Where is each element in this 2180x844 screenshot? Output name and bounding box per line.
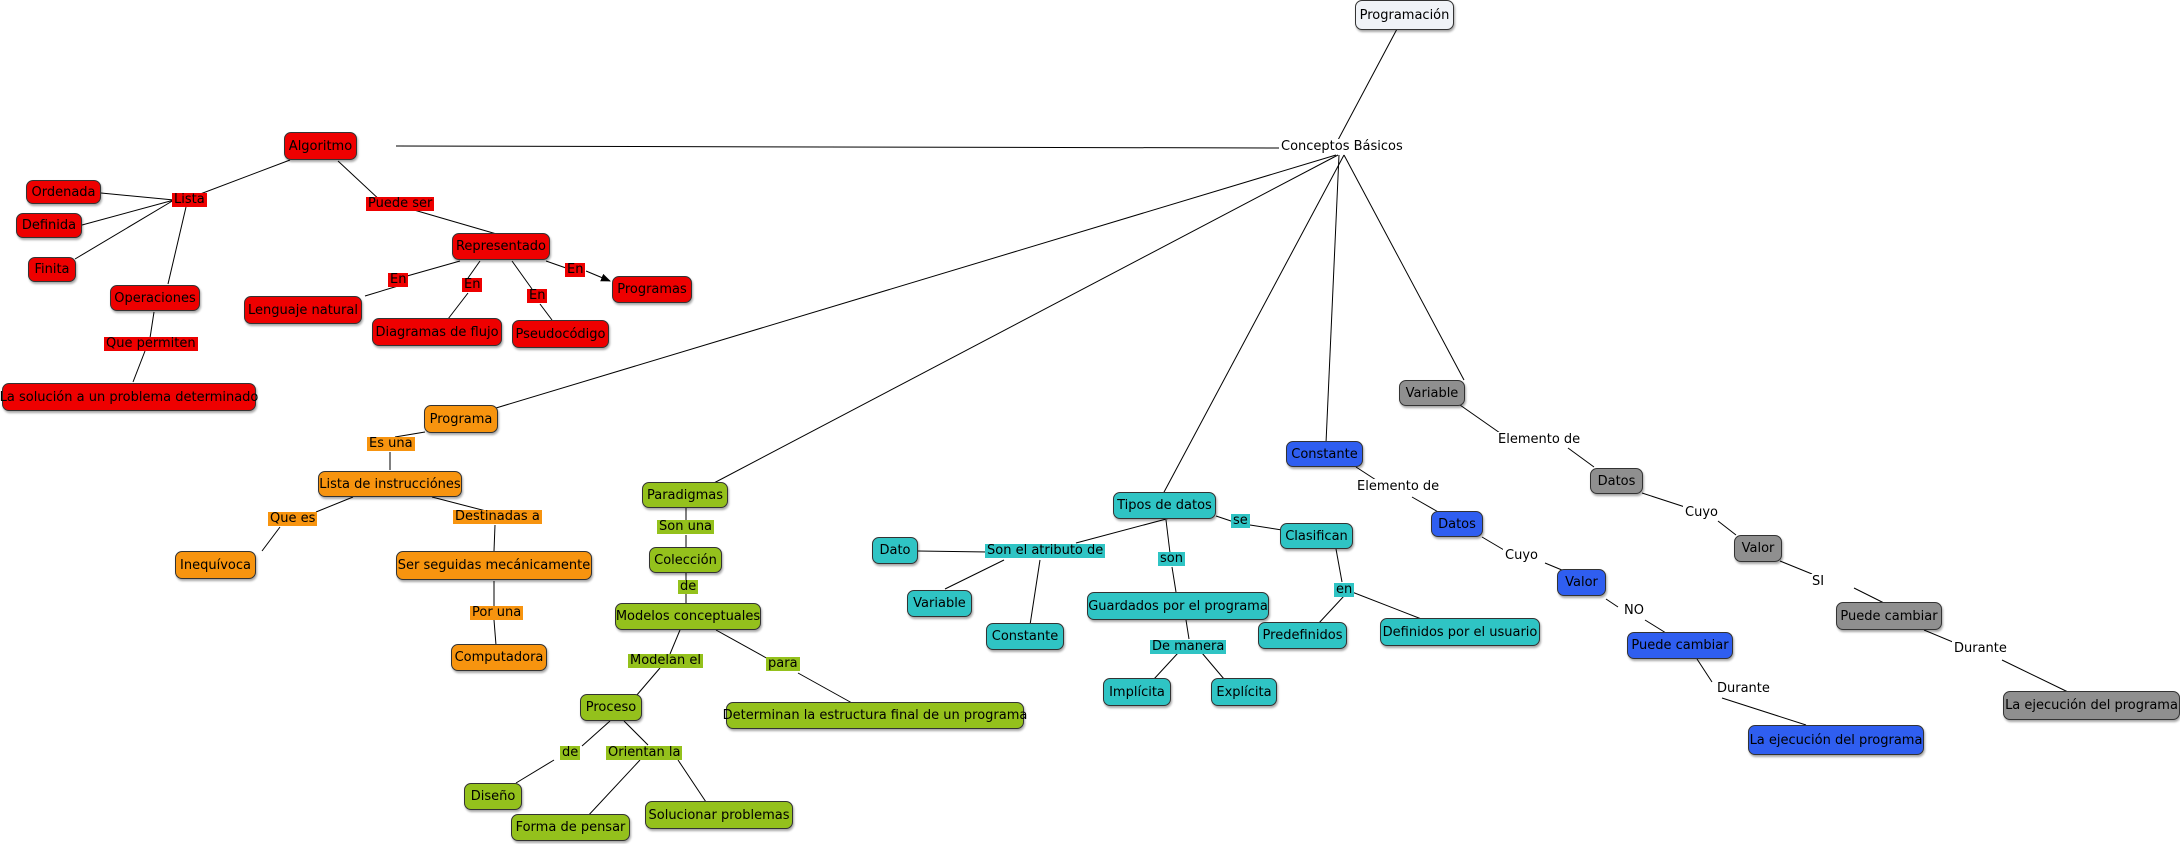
node-solucionar-problemas[interactable]: Solucionar problemas bbox=[645, 801, 793, 829]
node-forma-de-pensar[interactable]: Forma de pensar bbox=[511, 814, 630, 841]
node-conceptos-basicos[interactable]: Conceptos Básicos bbox=[1279, 139, 1405, 154]
link-puede-ser: Puede ser bbox=[366, 196, 435, 211]
link-en-3: En bbox=[527, 288, 548, 303]
node-ejecucion-blue[interactable]: La ejecución del programa bbox=[1748, 725, 1924, 755]
link-si: SI bbox=[1810, 574, 1827, 589]
node-representado[interactable]: Representado bbox=[452, 233, 550, 260]
node-lista-instrucciones[interactable]: Lista de instrucciónes bbox=[318, 471, 462, 497]
node-valor-blue[interactable]: Valor bbox=[1557, 569, 1606, 596]
node-implicita[interactable]: Implícita bbox=[1103, 678, 1171, 706]
link-en-4: En bbox=[565, 262, 586, 277]
node-ejecucion-gray[interactable]: La ejecución del programa bbox=[2003, 691, 2180, 720]
link-orientan-la: Orientan la bbox=[606, 745, 683, 760]
node-guardados-por-el-programa[interactable]: Guardados por el programa bbox=[1087, 592, 1269, 620]
node-computadora[interactable]: Computadora bbox=[451, 644, 547, 671]
node-programacion[interactable]: Programación bbox=[1355, 0, 1454, 30]
link-cuyo-blue: Cuyo bbox=[1503, 548, 1540, 563]
node-solucion[interactable]: La solución a un problema determinado bbox=[0, 383, 258, 411]
node-inequivoca[interactable]: Inequívoca bbox=[175, 551, 256, 579]
link-elemento-de-gray: Elemento de bbox=[1496, 432, 1583, 447]
node-ordenada[interactable]: Ordenada bbox=[26, 180, 101, 204]
node-explicita[interactable]: Explícita bbox=[1211, 678, 1277, 706]
node-diagramas-de-flujo[interactable]: Diagramas de flujo bbox=[372, 318, 502, 346]
node-valor-gray[interactable]: Valor bbox=[1734, 535, 1782, 562]
link-en-1: En bbox=[388, 272, 409, 287]
node-lenguaje-natural[interactable]: Lenguaje natural bbox=[244, 296, 362, 324]
node-constante[interactable]: Constante bbox=[1286, 441, 1363, 467]
node-programa[interactable]: Programa bbox=[424, 405, 498, 433]
node-pseudocodigo[interactable]: Pseudocódigo bbox=[512, 320, 609, 348]
node-constante-tipo[interactable]: Constante bbox=[986, 623, 1064, 650]
link-para: para bbox=[766, 656, 800, 671]
node-puede-cambiar-gray[interactable]: Puede cambiar bbox=[1836, 602, 1942, 630]
node-determinan-estructura[interactable]: Determinan la estructura final de un pro… bbox=[723, 702, 1027, 729]
node-programas[interactable]: Programas bbox=[612, 276, 692, 303]
node-seguidas-mecanicamente[interactable]: Ser seguidas mecánicamente bbox=[396, 551, 592, 580]
node-coleccion[interactable]: Colección bbox=[649, 547, 722, 573]
node-definida[interactable]: Definida bbox=[16, 213, 82, 238]
node-dato[interactable]: Dato bbox=[872, 537, 918, 564]
node-clasifican[interactable]: Clasifican bbox=[1280, 523, 1353, 549]
link-en-tipos: en bbox=[1334, 582, 1355, 597]
link-de-1: de bbox=[678, 579, 699, 594]
link-elemento-de-blue: Elemento de bbox=[1355, 479, 1442, 494]
node-operaciones[interactable]: Operaciones bbox=[110, 285, 200, 311]
link-que-permiten: Que permiten bbox=[104, 336, 198, 351]
link-cuyo-gray: Cuyo bbox=[1683, 505, 1720, 520]
link-se: se bbox=[1231, 513, 1250, 528]
node-modelos-conceptuales[interactable]: Modelos conceptuales bbox=[615, 603, 761, 630]
node-datos-gray[interactable]: Datos bbox=[1590, 468, 1643, 494]
link-modelan-el: Modelan el bbox=[628, 653, 703, 668]
node-proceso[interactable]: Proceso bbox=[580, 694, 642, 721]
link-son-una: Son una bbox=[657, 519, 715, 534]
link-de-manera: De manera bbox=[1150, 639, 1227, 654]
node-paradigmas[interactable]: Paradigmas bbox=[642, 482, 728, 508]
link-es-una: Es una bbox=[367, 436, 415, 451]
link-que-es: Que es bbox=[268, 511, 318, 526]
link-destinadas-a: Destinadas a bbox=[453, 509, 542, 524]
node-predefinidos[interactable]: Predefinidos bbox=[1258, 622, 1347, 649]
node-definidos-por-el-usuario[interactable]: Definidos por el usuario bbox=[1380, 618, 1540, 646]
node-algoritmo[interactable]: Algoritmo bbox=[284, 132, 357, 160]
node-diseno[interactable]: Diseño bbox=[464, 783, 522, 810]
node-datos-blue[interactable]: Datos bbox=[1431, 511, 1483, 537]
link-lista: Lista bbox=[172, 192, 207, 207]
node-variable-tipo[interactable]: Variable bbox=[907, 590, 972, 617]
link-son: son bbox=[1158, 551, 1185, 566]
node-puede-cambiar-blue[interactable]: Puede cambiar bbox=[1627, 632, 1733, 659]
link-por-una: Por una bbox=[470, 605, 524, 620]
link-de-2: de bbox=[560, 745, 581, 760]
node-finita[interactable]: Finita bbox=[28, 257, 76, 282]
node-variable[interactable]: Variable bbox=[1399, 380, 1465, 406]
link-no: NO bbox=[1622, 603, 1646, 618]
link-durante-gray: Durante bbox=[1952, 641, 2009, 656]
link-durante-blue: Durante bbox=[1715, 681, 1772, 696]
link-son-el-atributo-de: Son el atributo de bbox=[985, 543, 1106, 558]
link-en-2: En bbox=[462, 277, 483, 292]
node-tipos-de-datos[interactable]: Tipos de datos bbox=[1113, 492, 1216, 519]
